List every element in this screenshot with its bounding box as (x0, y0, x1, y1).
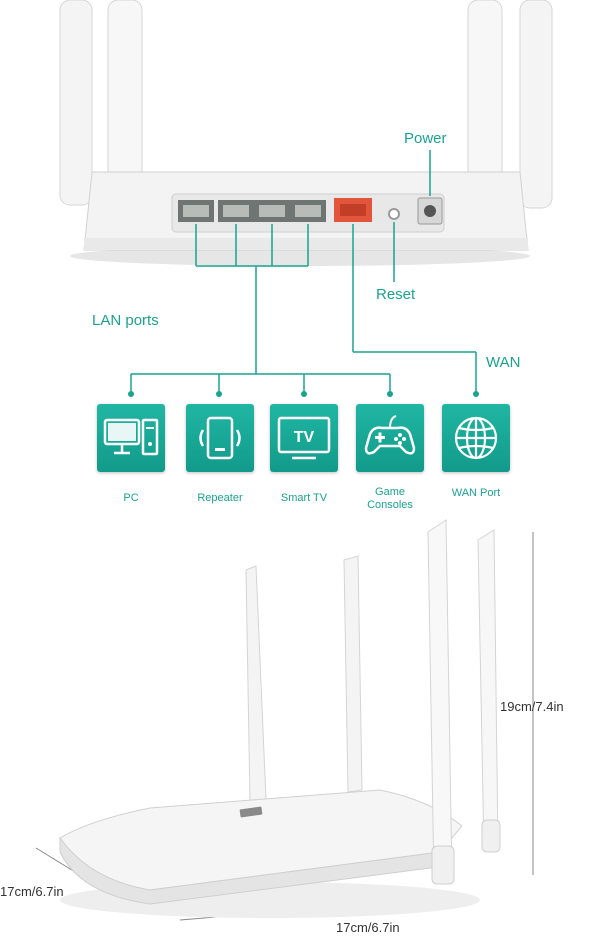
lan-ports-label: LAN ports (92, 312, 159, 329)
monitor-pc-icon (103, 418, 159, 456)
lan-port-1 (178, 200, 214, 222)
router-back-panel-illustration (59, 0, 553, 266)
antenna-left-outer (59, 0, 93, 206)
game-consoles-tile (356, 404, 424, 472)
game-consoles-label: Game Consoles (367, 486, 413, 511)
smart-tv-label: Smart TV (280, 492, 328, 504)
tv-icon: TV (277, 416, 331, 460)
height-dimension-label: 19cm/7.4in (500, 699, 564, 714)
pc-label: PC (123, 492, 139, 504)
pc-tile (97, 404, 165, 472)
lan-port-4 (290, 200, 326, 222)
repeater-label: Repeater (197, 492, 243, 504)
wan-port-tile (442, 404, 510, 472)
power-label: Power (404, 130, 447, 147)
router-logo-badge (239, 806, 263, 818)
antenna-right-outer (519, 0, 553, 209)
repeater-tile (186, 404, 254, 472)
smart-tv-tile: TV (270, 404, 338, 472)
antenna-back-left (245, 565, 267, 803)
tv-screen-text: TV (294, 429, 315, 446)
lan-port-3 (254, 200, 290, 222)
wan-port-label: WAN Port (451, 487, 501, 499)
depth-dimension-label: 17cm/6.7in (0, 884, 64, 899)
lan-port-2 (218, 200, 254, 222)
width-dimension-label: 17cm/6.7in (336, 920, 400, 935)
antenna-back-mid (343, 555, 363, 793)
repeater-icon (199, 416, 241, 460)
reset-button (388, 208, 400, 220)
wan-label: WAN (486, 354, 521, 371)
globe-icon (454, 416, 498, 460)
wan-port (334, 198, 372, 222)
gamepad-icon (364, 415, 416, 455)
connection-lines (128, 150, 479, 397)
reset-label: Reset (376, 286, 416, 303)
antenna-front-right (477, 529, 499, 851)
